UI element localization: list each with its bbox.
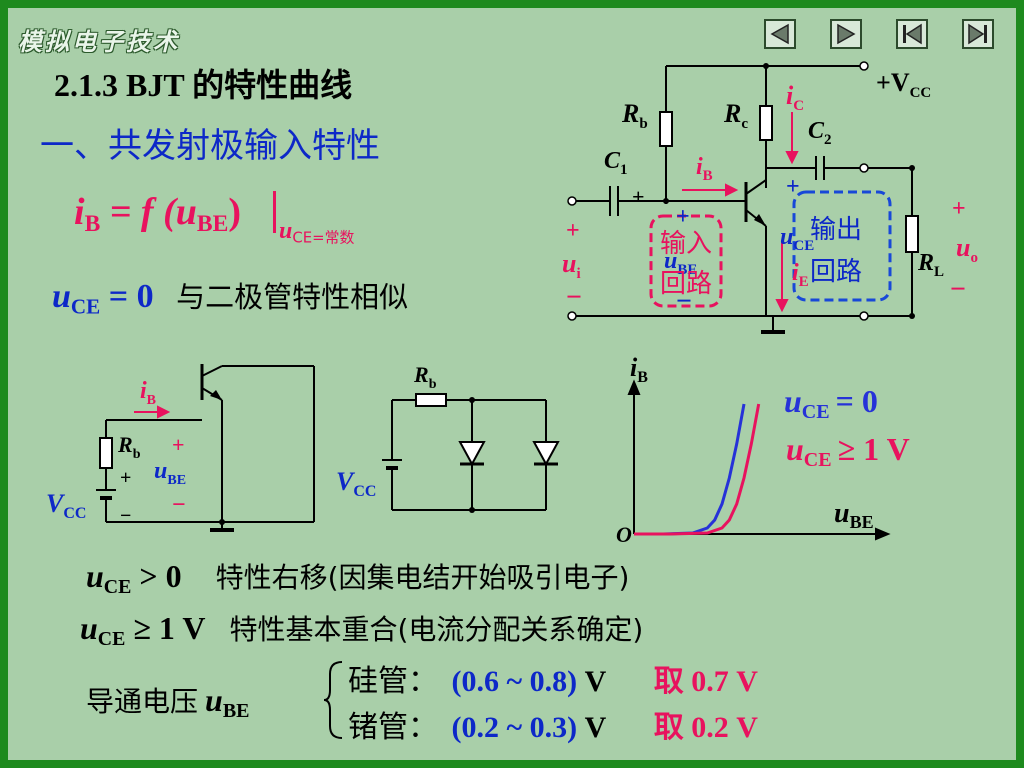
- svg-text:+: +: [120, 467, 131, 489]
- svg-text:uCE: uCE: [780, 224, 814, 254]
- conduction-voltage-label: 导通电压 uBE: [86, 682, 250, 722]
- svg-text:VCC: VCC: [336, 467, 376, 500]
- svg-text:−: −: [950, 274, 966, 305]
- svg-text:RL: RL: [917, 250, 944, 280]
- section-subtitle: 一、共发射极输入特性: [40, 126, 380, 166]
- evaluation-bar: [273, 191, 276, 233]
- svg-text:+: +: [632, 184, 645, 209]
- legend-uce-1v: uCE≥ 1 V: [786, 431, 910, 471]
- common-emitter-circuit: +VCC Rb Rc C1 C2 iC iB iE ui uo uBE uCE …: [562, 61, 978, 334]
- slide: 模拟电子技术 2.1.3 BJT 的特性曲线 一、共发射极输入特性 iB = f…: [8, 8, 1016, 760]
- svg-text:−: −: [172, 492, 186, 518]
- svg-text:+: +: [676, 204, 690, 230]
- svg-text:Rc: Rc: [723, 99, 748, 132]
- svg-text:iB: iB: [696, 154, 713, 184]
- svg-text:iB: iB: [140, 378, 156, 408]
- svg-text:uBE: uBE: [664, 248, 697, 278]
- svg-text:ui: ui: [562, 249, 581, 282]
- previous-icon: [770, 23, 789, 45]
- svg-text:回路: 回路: [660, 269, 712, 298]
- svg-text:−: −: [566, 282, 582, 313]
- input-characteristic-chart: iB uBE O uCE= 0 uCE≥ 1 V: [616, 353, 910, 546]
- first-icon: [903, 23, 922, 45]
- chart-y-label: iB: [630, 353, 648, 386]
- germanium-row: 锗管： (0.2 ~ 0.3) V 取 0.2 V: [348, 710, 758, 745]
- svg-text:C1: C1: [604, 148, 628, 178]
- section-title: 2.1.3 BJT 的特性曲线: [54, 67, 353, 103]
- series-line-1: [634, 403, 761, 536]
- svg-text:+: +: [786, 174, 800, 200]
- svg-text:C2: C2: [808, 118, 832, 148]
- first-button[interactable]: [896, 19, 928, 49]
- svg-text:+: +: [566, 218, 580, 244]
- svg-text:uBE: uBE: [154, 458, 186, 488]
- silicon-row: 硅管： (0.6 ~ 0.8) V 取 0.7 V: [348, 664, 758, 699]
- note-uce-1v: uCE ≥ 1 V 特性基本重合(电流分配关系确定): [80, 610, 644, 650]
- svg-text:Rb: Rb: [413, 362, 437, 392]
- formula-condition: uCE=常数: [279, 218, 355, 247]
- svg-text:回路: 回路: [810, 257, 862, 286]
- note-uce-positive: uCE > 0 特性右移(因集电结开始吸引电子): [86, 558, 630, 598]
- diode-analogy-circuit: Rb VCC: [336, 362, 560, 513]
- svg-text:−: −: [676, 286, 692, 317]
- chart-origin: O: [616, 522, 632, 546]
- last-icon: [968, 23, 987, 45]
- svg-text:uo: uo: [956, 233, 978, 266]
- next-icon: [837, 23, 856, 45]
- svg-text:+: +: [172, 432, 185, 457]
- svg-text:Rb: Rb: [117, 432, 141, 462]
- svg-text:输入: 输入: [660, 229, 712, 259]
- svg-text:iE: iE: [792, 260, 809, 290]
- legend-uce-zero: uCE= 0: [784, 383, 878, 423]
- last-button[interactable]: [962, 19, 994, 49]
- previous-button[interactable]: [764, 19, 796, 49]
- svg-text:iC: iC: [786, 81, 804, 114]
- chart-x-label: uBE: [834, 498, 874, 532]
- svg-text:+VCC: +VCC: [876, 68, 931, 101]
- svg-text:输出: 输出: [810, 215, 862, 244]
- next-button[interactable]: [830, 19, 862, 49]
- brace-icon: [323, 661, 343, 739]
- series-line-0: [634, 403, 746, 536]
- svg-text:−: −: [120, 505, 131, 527]
- svg-text:Rb: Rb: [621, 99, 648, 132]
- svg-text:+: +: [952, 196, 966, 222]
- input-characteristic-formula: iB = f (uBE): [74, 191, 241, 238]
- uce-zero-line: uCE = 0 与二极管特性相似: [52, 278, 409, 319]
- input-test-circuit: iB Rb uBE VCC + − + −: [46, 364, 315, 532]
- svg-text:VCC: VCC: [46, 489, 86, 522]
- course-logo: 模拟电子技术: [18, 27, 180, 56]
